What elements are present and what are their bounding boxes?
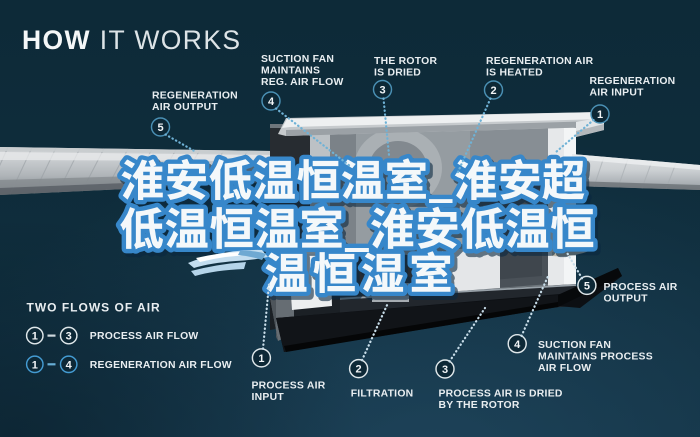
svg-text:SUCTION FAN: SUCTION FAN xyxy=(538,340,611,351)
svg-text:4: 4 xyxy=(268,96,275,108)
svg-text:PROCESS AIR FLOW: PROCESS AIR FLOW xyxy=(90,331,199,342)
svg-text:REGENERATION AIR: REGENERATION AIR xyxy=(486,56,594,67)
svg-text:4: 4 xyxy=(514,339,521,351)
svg-text:IS HEATED: IS HEATED xyxy=(486,68,543,79)
svg-text:REGENERATION AIR FLOW: REGENERATION AIR FLOW xyxy=(90,360,232,371)
svg-text:1: 1 xyxy=(258,353,264,365)
svg-text:PROCESS AIR IS DRIED: PROCESS AIR IS DRIED xyxy=(439,389,563,400)
svg-text:TWO FLOWS OF AIR: TWO FLOWS OF AIR xyxy=(27,301,161,315)
svg-text:5: 5 xyxy=(584,281,590,293)
svg-text:AIR OUTPUT: AIR OUTPUT xyxy=(152,102,218,113)
svg-text:AIR FLOW: AIR FLOW xyxy=(538,363,591,374)
svg-text:5: 5 xyxy=(157,122,163,134)
svg-text:REG. AIR FLOW: REG. AIR FLOW xyxy=(261,77,344,88)
svg-text:1: 1 xyxy=(32,359,38,371)
svg-text:4: 4 xyxy=(66,359,73,371)
svg-text:THE ROTOR: THE ROTOR xyxy=(374,56,437,67)
svg-text:OUTPUT: OUTPUT xyxy=(604,294,649,305)
svg-text:SUCTION FAN: SUCTION FAN xyxy=(261,54,334,65)
svg-text:3: 3 xyxy=(442,364,448,376)
svg-text:BY THE ROTOR: BY THE ROTOR xyxy=(439,400,520,411)
svg-text:2: 2 xyxy=(490,85,496,97)
svg-text:REGENERATION: REGENERATION xyxy=(152,91,238,102)
svg-text:PROCESS AIR: PROCESS AIR xyxy=(604,282,678,293)
svg-text:MAINTAINS PROCESS: MAINTAINS PROCESS xyxy=(538,352,653,363)
svg-text:MAINTAINS: MAINTAINS xyxy=(261,66,320,77)
svg-text:INPUT: INPUT xyxy=(252,392,285,403)
svg-text:1: 1 xyxy=(597,109,603,121)
svg-text:HOW IT WORKS: HOW IT WORKS xyxy=(22,25,241,55)
svg-text:1: 1 xyxy=(32,331,38,343)
svg-text:PROCESS AIR: PROCESS AIR xyxy=(252,381,326,392)
svg-text:2: 2 xyxy=(356,364,362,376)
svg-text:IS DRIED: IS DRIED xyxy=(374,68,421,79)
svg-text:3: 3 xyxy=(66,331,72,343)
svg-text:FILTRATION: FILTRATION xyxy=(351,389,414,400)
svg-text:3: 3 xyxy=(379,85,385,97)
svg-text:REGENERATION: REGENERATION xyxy=(590,76,676,87)
svg-text:AIR INPUT: AIR INPUT xyxy=(590,88,645,99)
